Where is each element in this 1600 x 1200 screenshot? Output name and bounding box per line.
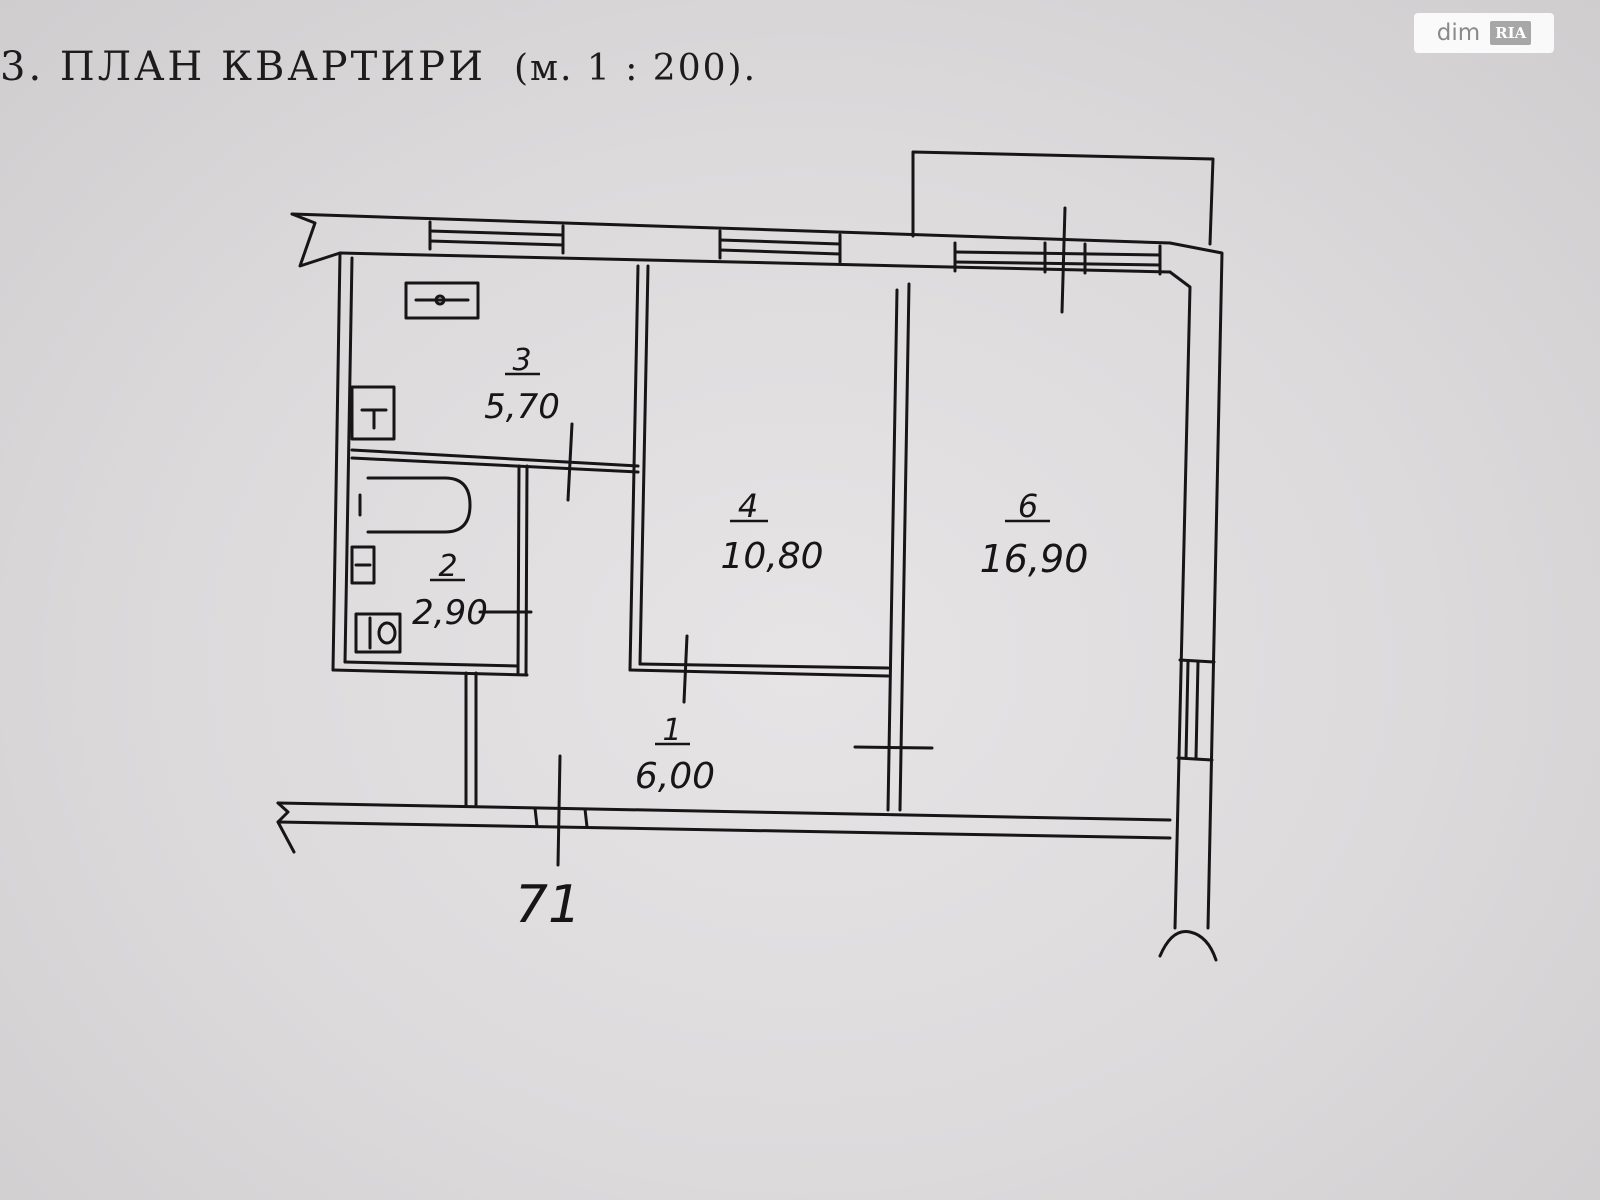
top-wall-outer: [290, 212, 1172, 245]
right-wall-inner: [1168, 270, 1192, 930]
room-2-number: 2: [438, 549, 457, 584]
room-4-number: 4: [738, 487, 758, 525]
kitchen-door-mark: [566, 422, 574, 502]
top-wall-left-end: [290, 212, 342, 268]
watermark-brand: dim: [1436, 20, 1481, 46]
room-4-bottom-wall: [628, 662, 890, 678]
bathroom-bottom-wall: [331, 660, 529, 677]
kitchen-bottom-wall: [350, 448, 640, 474]
hall-partition: [464, 671, 478, 807]
room-4-area: 10,80: [720, 536, 823, 577]
room-1-number: 1: [662, 713, 681, 748]
entrance-mark-line: [556, 754, 562, 867]
bottom-wall-left-end: [276, 801, 296, 854]
top-wall-inner: [338, 251, 1172, 274]
balcony-door-mark: [1060, 206, 1067, 314]
plan-scale: (м. 1 : 200).: [513, 48, 758, 89]
bathtub-icon: [358, 476, 472, 534]
room-4-door-mark: [682, 634, 689, 704]
left-wall-outer: [331, 251, 342, 672]
window-room-6: [953, 241, 1162, 276]
bottom-wall-lower: [276, 820, 1172, 840]
window-right-wall: [1176, 658, 1216, 762]
plan-title: 3. ПЛАН КВАРТИРИ (м. 1 : 200).: [0, 44, 757, 90]
room-6-door-mark: [853, 745, 934, 750]
stove-icon: [404, 281, 480, 320]
partition-4-6: [886, 282, 911, 812]
room-3-area: 5,70: [484, 387, 560, 427]
bathroom-right-wall: [516, 464, 529, 677]
right-wall-break: [1158, 930, 1218, 962]
entrance-door-jambs: [533, 806, 589, 829]
watermark-badge: RIA: [1490, 21, 1532, 45]
left-wall-inner: [343, 256, 354, 664]
room-2-area: 2,90: [412, 593, 488, 633]
room-6-number: 6: [1018, 487, 1038, 525]
watermark: dim RIA: [1414, 13, 1554, 53]
balcony-outline: [911, 150, 1215, 246]
washbasin-icon: [350, 545, 376, 585]
right-wall-outer: [1168, 241, 1224, 930]
room-6-area: 16,90: [980, 537, 1089, 581]
kitchen-right-wall: [628, 264, 650, 672]
window-kitchen: [428, 220, 565, 255]
plan-title-text: 3. ПЛАН КВАРТИРИ: [0, 44, 486, 90]
entrance-mark: 71: [515, 875, 581, 935]
room-1-area: 6,00: [635, 756, 715, 797]
toilet-icon: [354, 612, 402, 654]
room-labels: 3 5,70 2 2,90 4 10,80 6 16,90 1 6,00 71: [412, 343, 1088, 935]
window-room-4: [718, 229, 842, 264]
kitchen-sink-icon: [350, 385, 396, 441]
room-3-number: 3: [512, 343, 531, 378]
bottom-wall-upper: [276, 801, 1172, 822]
